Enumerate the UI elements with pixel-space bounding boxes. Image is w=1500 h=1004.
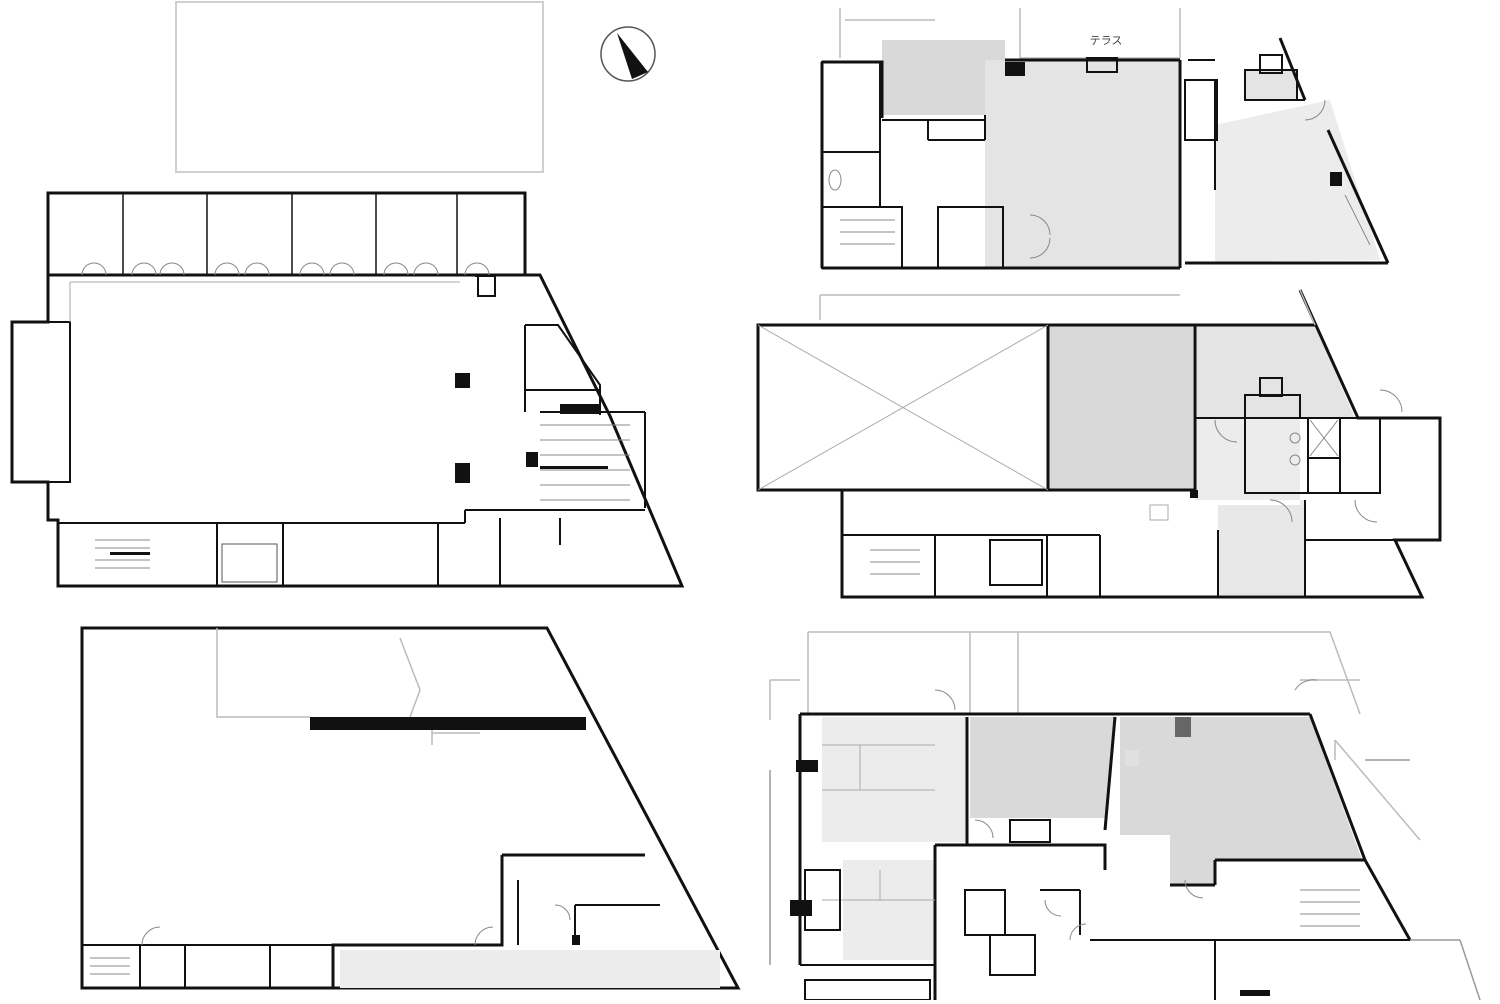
plan-basement bbox=[80, 626, 741, 990]
plan-roof-outline bbox=[175, 1, 544, 173]
terrace-label: テラス bbox=[1090, 34, 1123, 47]
plan-ground-floor bbox=[10, 191, 685, 588]
plan-upper-floor: テラス bbox=[820, 8, 1390, 270]
plan-third-floor bbox=[769, 631, 1481, 1001]
north-arrow-icon bbox=[600, 26, 656, 82]
plan-second-floor bbox=[756, 289, 1442, 599]
